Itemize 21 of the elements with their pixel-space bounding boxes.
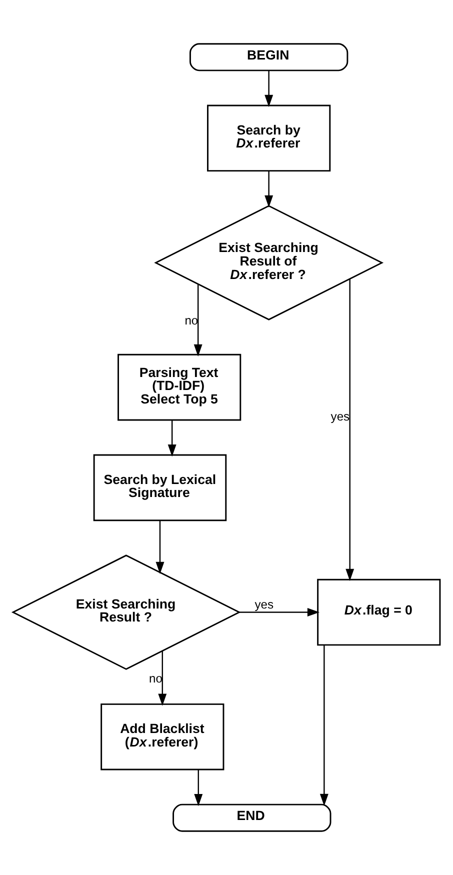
edge-label: yes	[330, 410, 350, 424]
node-diamond: Exist Searching Result ?	[11, 554, 241, 670]
arrow	[346, 279, 354, 581]
node-box: BEGIN	[190, 43, 348, 72]
node-box: END	[172, 804, 332, 832]
arrow	[194, 770, 203, 806]
arrow	[194, 284, 202, 356]
arrow	[320, 645, 328, 806]
node-box: Parsing Text (TD-IDF) Select Top 5	[118, 354, 242, 421]
node-box: Add Blacklist (Dx.referer)	[100, 703, 224, 770]
arrow	[168, 420, 176, 457]
arrow	[264, 170, 274, 208]
edge-label: no	[149, 671, 162, 686]
node-box: Dx.flag = 0	[317, 578, 441, 646]
arrow	[158, 651, 167, 706]
edge-label: yes	[254, 598, 274, 612]
arrow	[240, 608, 320, 616]
node-box: Search by Dx.referer	[207, 104, 331, 172]
arrow	[264, 70, 274, 108]
node-box: Search by Lexical Signature	[93, 454, 227, 522]
arrow	[156, 520, 164, 574]
